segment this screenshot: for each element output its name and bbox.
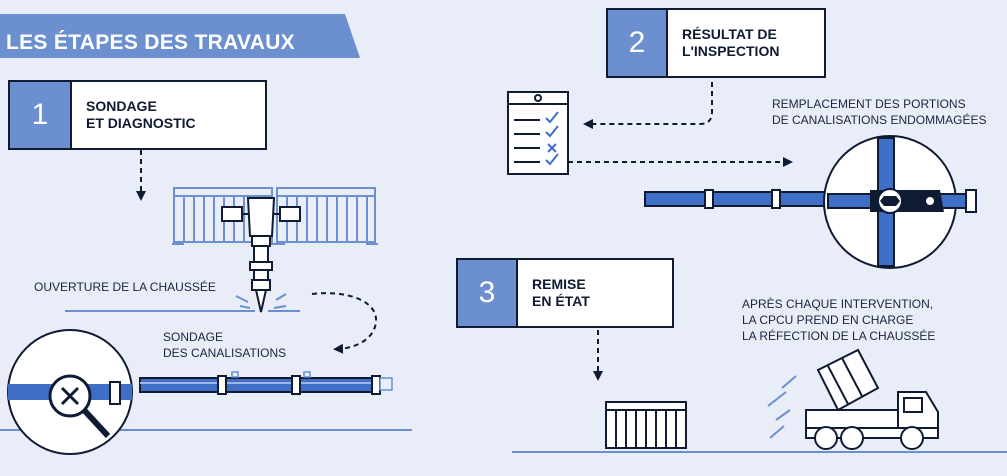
step-2-line1: RÉSULTAT DE bbox=[682, 26, 777, 42]
jackhammer-icon bbox=[221, 197, 301, 313]
step-2-number: 2 bbox=[608, 10, 668, 76]
step-1-number: 1 bbox=[10, 82, 72, 148]
step-1-line2: ET DIAGNOSTIC bbox=[86, 115, 196, 131]
wrench-icon bbox=[823, 135, 977, 269]
pipe-icon bbox=[139, 371, 393, 395]
motion-lines bbox=[767, 375, 797, 439]
arrow-to-checklist bbox=[583, 82, 713, 129]
concrete-mixer-truck-icon bbox=[805, 348, 939, 450]
title-banner: LES ÉTAPES DES TRAVAUX bbox=[0, 10, 360, 67]
caption-sondage-line1: SONDAGE bbox=[163, 330, 224, 344]
pipe-replacement bbox=[644, 189, 836, 209]
banner-title: LES ÉTAPES DES TRAVAUX bbox=[6, 31, 295, 54]
caption-sondage: SONDAGE DES CANALISATIONS bbox=[163, 329, 286, 361]
caption-after: APRÈS CHAQUE INTERVENTION, LA CPCU PREND… bbox=[742, 296, 935, 344]
barrier-step3-icon bbox=[605, 401, 687, 449]
step-2-label: RÉSULTAT DE L'INSPECTION bbox=[668, 10, 779, 76]
step-3-label: REMISE EN ÉTAT bbox=[518, 260, 590, 326]
magnifier-icon bbox=[7, 329, 133, 455]
step-2-line2: L'INSPECTION bbox=[682, 43, 780, 59]
step-3-box: 3 REMISE EN ÉTAT bbox=[456, 258, 674, 328]
caption-sondage-line2: DES CANALISATIONS bbox=[163, 346, 287, 360]
arrow-to-sondage bbox=[311, 292, 378, 354]
caption-replacement-line2: DE CANALISATIONS ENDOMMAGÉES bbox=[772, 113, 987, 127]
checklist-icon bbox=[507, 91, 569, 175]
banner-shape bbox=[0, 14, 360, 58]
caption-road-opening: OUVERTURE DE LA CHAUSSÉE bbox=[34, 280, 216, 294]
caption-after-line2: LA CPCU PREND EN CHARGE bbox=[742, 313, 914, 327]
caption-replacement-line1: REMPLACEMENT DES PORTIONS bbox=[772, 97, 966, 111]
step-3-number: 3 bbox=[458, 260, 518, 326]
caption-after-line3: LA RÉFECTION DE LA CHAUSSÉE bbox=[742, 329, 936, 343]
caption-replacement: REMPLACEMENT DES PORTIONS DE CANALISATIO… bbox=[772, 96, 986, 128]
step-1-line1: SONDAGE bbox=[86, 98, 157, 114]
step-3-line1: REMISE bbox=[532, 276, 586, 292]
step-1-label: SONDAGE ET DIAGNOSTIC bbox=[72, 82, 196, 148]
step-2-box: 2 RÉSULTAT DE L'INSPECTION bbox=[606, 8, 826, 78]
caption-after-line1: APRÈS CHAQUE INTERVENTION, bbox=[742, 297, 934, 311]
barrier-icon bbox=[172, 187, 378, 245]
step-3-line2: EN ÉTAT bbox=[532, 293, 590, 309]
impact-sparks bbox=[235, 293, 287, 309]
step-1-box: 1 SONDAGE ET DIAGNOSTIC bbox=[8, 80, 267, 150]
